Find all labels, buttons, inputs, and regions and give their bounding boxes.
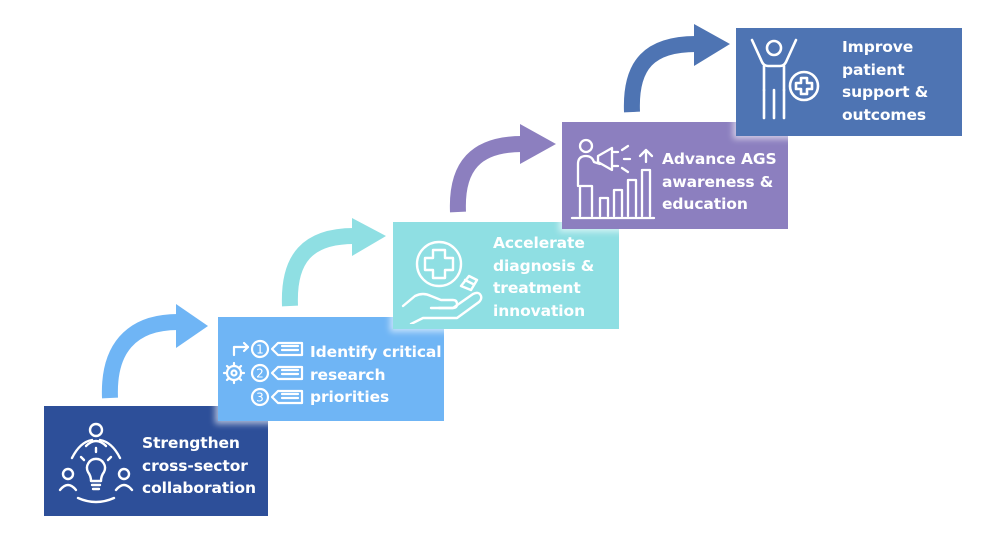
- person-medical-cross-icon: [750, 38, 820, 120]
- step-4-label: Advance AGS awareness & education: [662, 150, 777, 213]
- hand-medical-cross-icon: [401, 240, 483, 324]
- step-3-label: Accelerate diagnosis & treatment innovat…: [493, 234, 595, 320]
- list-number-2: 2: [256, 367, 264, 381]
- step-improve-support: Improve patient support & outcomes: [736, 28, 962, 136]
- numbered-list-gear-icon: 1 2 3: [222, 339, 304, 407]
- list-number-1: 1: [256, 343, 264, 357]
- megaphone-growth-chart-icon: [570, 138, 656, 220]
- list-number-3: 3: [256, 391, 264, 405]
- step-5-label: Improve patient support & outcomes: [842, 38, 929, 124]
- arrow-4: [623, 24, 730, 113]
- step-advance-awareness: Advance AGS awareness & education: [562, 122, 788, 229]
- collaboration-lightbulb-icon: [58, 422, 134, 504]
- step-strengthen-collaboration: Strengthen cross-sector collaboration: [44, 406, 268, 516]
- step-2-label: Identify critical research priorities: [310, 343, 442, 406]
- arrow-3: [449, 124, 556, 213]
- arrow-2: [281, 218, 386, 307]
- arrow-1: [101, 304, 208, 399]
- step-identify-priorities: 1 2 3 Identify critical research priorit…: [218, 317, 444, 421]
- step-accelerate-diagnosis: Accelerate diagnosis & treatment innovat…: [393, 222, 619, 329]
- step-1-label: Strengthen cross-sector collaboration: [142, 434, 256, 497]
